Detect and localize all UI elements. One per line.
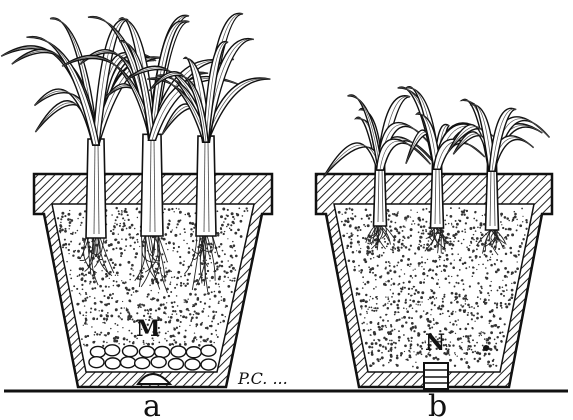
pot-b-soil-label: N — [425, 330, 445, 356]
pot-b-drain-plug — [424, 363, 448, 389]
pot-b-soil-speck — [483, 345, 489, 351]
pot-a-soil-label: M — [136, 316, 160, 342]
pot-b-caption: b — [428, 389, 447, 420]
pot-a-caption: a — [143, 389, 161, 420]
pot-a-crock-note: P.C. ... — [237, 369, 288, 388]
